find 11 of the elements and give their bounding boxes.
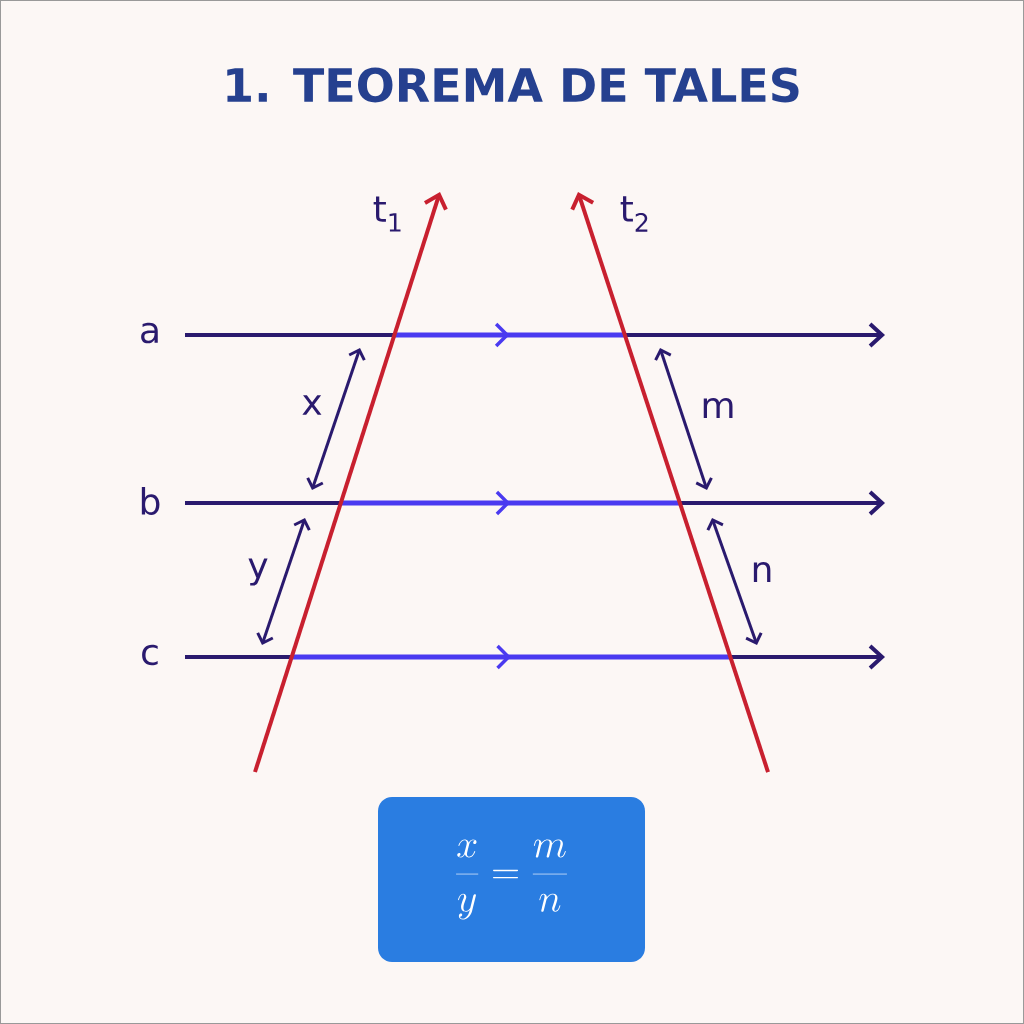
line-label: a: [141, 322, 158, 344]
line-label: c: [142, 644, 158, 666]
line-label: t$_{1}$: [373, 196, 401, 232]
line-label: t$_{2}$: [620, 196, 648, 232]
measure-label: n: [753, 561, 771, 583]
measure-label: y: [248, 558, 268, 586]
title: 1. TEOREMA DE TALES: [227, 67, 799, 103]
measure-label: x: [302, 395, 322, 415]
line-label: b: [141, 487, 160, 515]
formula-box: $\frac{x}{y}=\frac{m}{n}$: [378, 797, 645, 962]
measure-label: m: [703, 397, 733, 419]
